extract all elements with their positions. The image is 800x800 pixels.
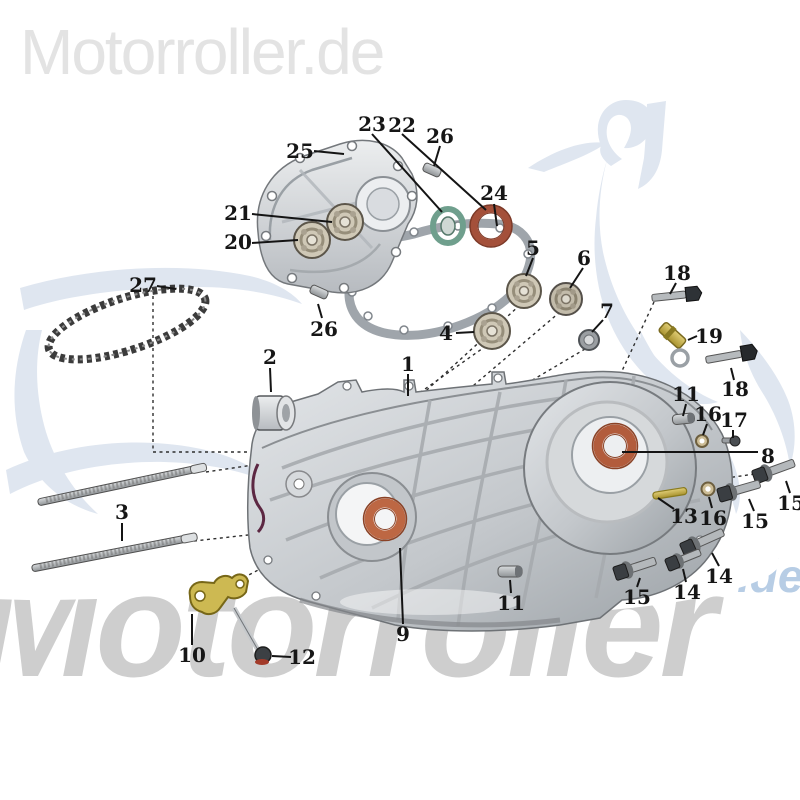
part-callout: 9 [396, 622, 410, 646]
stud-bolt [37, 462, 208, 506]
tensioner-roller [252, 395, 296, 431]
part-callout: 16 [694, 402, 722, 426]
ball-bearing-6 [549, 282, 583, 316]
flange-bolt [664, 548, 702, 572]
part-callout: 20 [224, 230, 252, 254]
part-callout: 18 [721, 377, 749, 401]
small-screw [721, 435, 741, 447]
hex-bolt [705, 343, 758, 364]
seal-teal [430, 206, 466, 246]
part-callout: 16 [699, 506, 727, 530]
swallow-watermark-left-icon [6, 267, 302, 514]
part-callout: 1 [401, 352, 415, 376]
part-callout: 23 [358, 112, 386, 136]
part-callout: 27 [129, 273, 157, 297]
part-callout: 15 [777, 491, 800, 515]
bushing [578, 329, 600, 351]
ball-bearing-5 [506, 273, 542, 309]
washer [695, 434, 709, 448]
brass-bracket [188, 573, 250, 616]
oil-seal-red-left [362, 496, 408, 542]
ball-bearing-4 [473, 312, 511, 350]
part-callout: 26 [426, 124, 454, 148]
part-callout: 22 [388, 113, 416, 137]
part-callout: 17 [720, 408, 748, 432]
part-callout: 15 [623, 585, 651, 609]
part-callout: 26 [310, 317, 338, 341]
part-callout: 3 [115, 500, 129, 524]
timing-chain [44, 284, 210, 364]
oil-seal-red-small [469, 204, 513, 248]
part-callout: 19 [695, 324, 723, 348]
flange-bolt [751, 459, 796, 484]
part-callout: 10 [178, 643, 206, 667]
dowel-pin [497, 565, 523, 578]
part-callout: 25 [286, 139, 314, 163]
drain-bolt [231, 606, 272, 665]
oil-seal-red-right [591, 422, 639, 470]
part-callout: 12 [288, 645, 316, 669]
dowel-pin [309, 284, 329, 300]
part-callout: 11 [497, 591, 525, 615]
spring-wire [251, 463, 266, 534]
crankcase-body [247, 370, 734, 632]
part-callout: 2 [263, 345, 277, 369]
part-callout: 14 [673, 580, 701, 604]
brass-pin [652, 487, 688, 500]
part-callout: 4 [439, 321, 453, 345]
part-callout: 7 [600, 299, 614, 323]
top-watermark-logo: Motorroller.de [20, 16, 383, 88]
flange-bolt [612, 556, 657, 581]
part-callout: 21 [224, 201, 252, 225]
ball-bearing-21 [326, 203, 364, 241]
part-callout: 5 [526, 236, 540, 260]
leader-lines [121, 133, 791, 658]
part-callout: 18 [663, 261, 691, 285]
ball-bearing-20 [293, 221, 331, 259]
part-callout: 8 [761, 444, 775, 468]
part-callout: 24 [480, 181, 508, 205]
part-callout: 11 [672, 382, 700, 406]
part-callout: 13 [670, 504, 698, 528]
flange-bolt [716, 479, 761, 503]
dowel-pin [422, 162, 442, 178]
part-callout: 6 [577, 246, 591, 270]
part-callout: 15 [741, 509, 769, 533]
stud-bolt [31, 532, 198, 572]
part-callout: 14 [705, 564, 733, 588]
washer [700, 481, 716, 497]
brass-fitting [658, 322, 690, 368]
hex-bolt [651, 285, 703, 302]
